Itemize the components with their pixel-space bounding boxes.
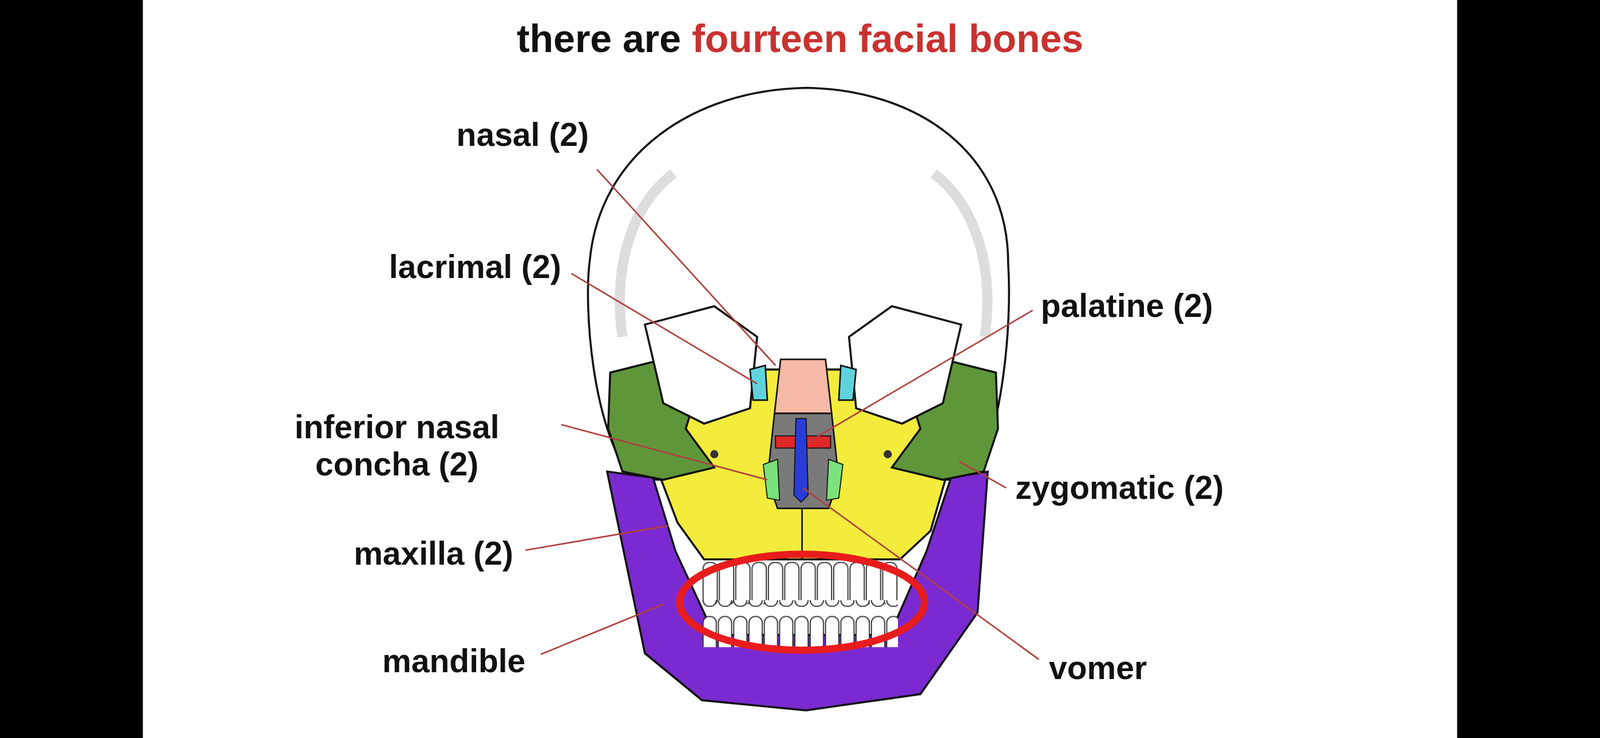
title-text: there are: [516, 16, 681, 61]
bone-label: nasal (2): [456, 116, 589, 154]
orbit: [849, 306, 962, 424]
cranium-shade: [619, 173, 674, 337]
leader-line: [808, 310, 1033, 442]
foramen: [710, 450, 719, 459]
concha-bone: [826, 459, 843, 501]
leader-line: [561, 424, 768, 480]
foramen: [883, 450, 892, 459]
leader-line: [571, 273, 758, 384]
nasal-bone: [774, 359, 832, 414]
leader-line: [802, 488, 1039, 660]
orbit: [644, 306, 758, 424]
bone-label: mandible: [382, 642, 526, 681]
bone-label: maxilla (2): [353, 535, 514, 573]
leader-line: [525, 525, 669, 551]
highlight-ring: [679, 554, 925, 651]
bone-label: inferior nasal concha (2): [233, 408, 561, 484]
bone-label: palatine (2): [1040, 287, 1214, 326]
bone-label: vomer: [1048, 649, 1147, 688]
title-text: fourteen facial bones: [691, 16, 1084, 61]
bone-label: zygomatic (2): [1015, 469, 1224, 508]
leader-line: [596, 169, 776, 366]
leader-lines: [525, 169, 1039, 660]
title-row: there arefourteen facial bones: [0, 16, 1600, 61]
lacrimal-bone: [750, 365, 768, 401]
leader-line: [540, 604, 664, 655]
side-bar: [0, 0, 144, 738]
lacrimal-bone: [838, 365, 857, 401]
side-bar: [1456, 0, 1600, 738]
bone-label: lacrimal (2): [389, 248, 562, 287]
cranium-shade: [933, 173, 988, 337]
leader-line: [959, 461, 1007, 488]
